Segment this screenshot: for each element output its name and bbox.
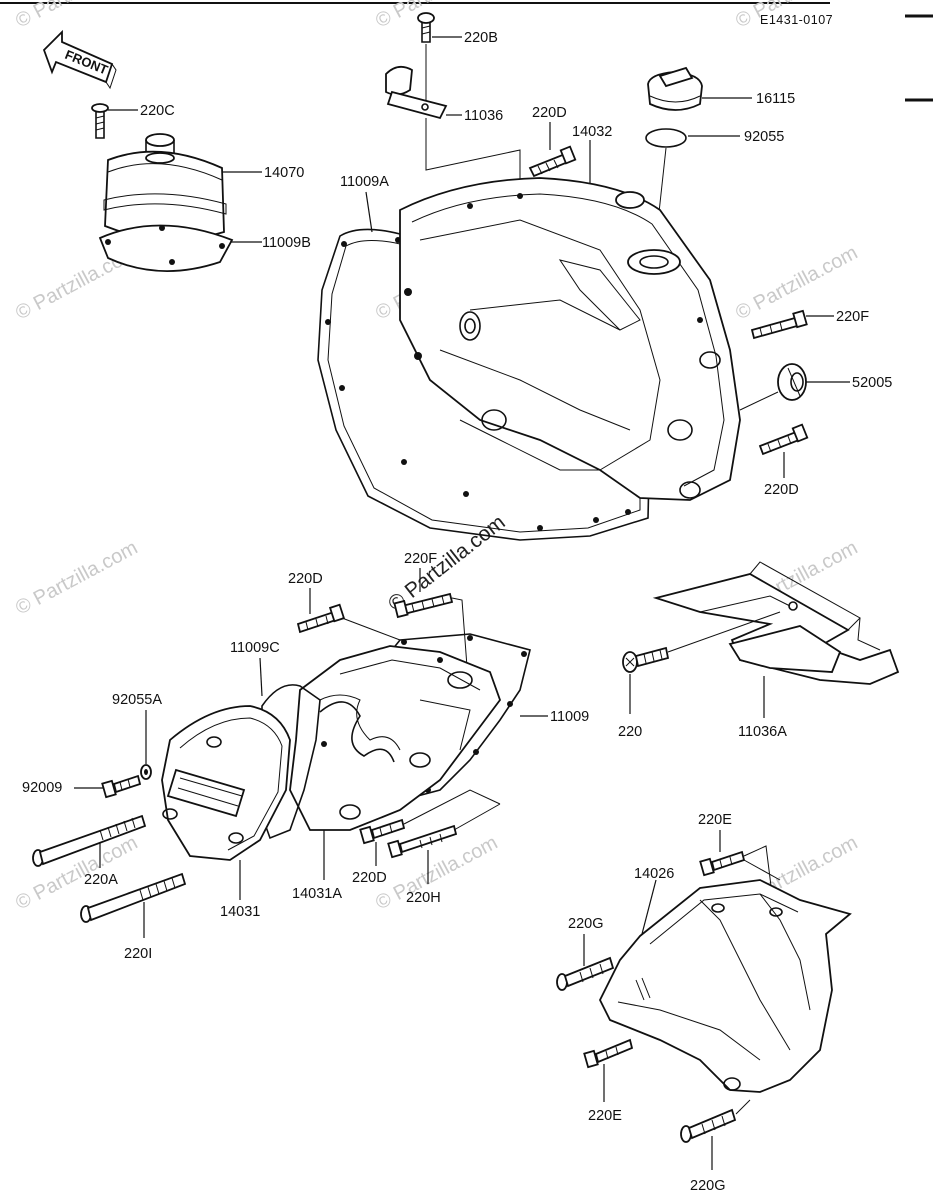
callout-92009: 92009 [22, 780, 62, 796]
callout-220G-low: 220G [690, 1178, 725, 1194]
bolt-220D-right [758, 423, 809, 478]
callout-220I: 220I [124, 946, 152, 962]
bolt-220F-mid [393, 592, 469, 681]
bolt-220G-top [556, 956, 615, 991]
callout-11009C: 11009C [230, 640, 280, 656]
callout-11009A: 11009A [340, 174, 389, 190]
callout-220: 220 [618, 724, 642, 740]
callout-220D-right: 220D [764, 482, 799, 498]
callout-220E-top: 220E [698, 812, 732, 828]
bolt-220C [91, 103, 138, 139]
bolt-220D-top [528, 122, 577, 178]
callout-14070: 14070 [264, 165, 304, 181]
watermark-4: © Partzilla.com [12, 537, 141, 620]
watermark-9: © Partzilla.com [12, 0, 141, 32]
bolt-220F-right [750, 309, 834, 340]
callout-220D-top: 220D [532, 105, 567, 121]
callout-14031A: 14031A [292, 886, 342, 902]
callout-11009B: 11009B [262, 235, 311, 251]
callout-11036: 11036 [464, 108, 503, 124]
front-arrow: FRONT [42, 29, 117, 90]
callout-220C: 220C [140, 103, 175, 119]
callout-220E-low: 220E [588, 1108, 622, 1124]
callout-220D-low: 220D [352, 870, 387, 886]
cover-14031 [161, 705, 291, 900]
clutch-cover-14032 [399, 177, 741, 501]
callout-92055: 92055 [744, 129, 784, 145]
callout-11036A: 11036A [738, 724, 787, 740]
bolt-220D-mid [296, 603, 401, 641]
bolt-220D-low [359, 818, 406, 866]
callout-92055A: 92055A [112, 692, 162, 708]
bolt-220H [387, 824, 458, 884]
bolt-220A [32, 814, 147, 868]
callout-220F-mid: 220F [404, 551, 437, 567]
plug-52005 [739, 363, 850, 411]
callout-14026: 14026 [634, 866, 674, 882]
callout-220A: 220A [84, 872, 118, 888]
bracket-11036 [385, 65, 462, 120]
callout-220D-mid: 220D [288, 571, 323, 587]
bolt-220B [417, 12, 462, 100]
plate-11036A [652, 561, 900, 718]
callout-220F-right: 220F [836, 309, 869, 325]
callout-16115: 16115 [756, 91, 795, 107]
screw-220 [622, 611, 781, 714]
washer-92055A [140, 764, 152, 780]
housing-14031A [289, 645, 502, 880]
sprocket-cover-14026 [598, 879, 852, 1093]
watermark-10: © Partzilla.com [372, 0, 501, 32]
bolt-220I [80, 872, 187, 938]
leader-11009C [259, 657, 263, 697]
callout-52005: 52005 [852, 375, 892, 391]
callout-14032: 14032 [572, 124, 612, 140]
callout-220G-top: 220G [568, 916, 603, 932]
callout-14031: 14031 [220, 904, 260, 920]
bolt-220G-low [680, 1099, 751, 1170]
diagram-code: E1431-0107 [760, 13, 833, 27]
callout-220H: 220H [406, 890, 441, 906]
oil-filter-cover-14070 [103, 133, 262, 241]
gasket-11009B [98, 224, 262, 272]
callout-11009: 11009 [550, 709, 589, 725]
oil-cap-16115 [647, 66, 752, 111]
bolt-92009 [101, 774, 142, 799]
leader-low-bolts [403, 789, 501, 831]
leader-11009A [365, 191, 373, 233]
bolt-220E-low [583, 1038, 634, 1102]
callout-220B: 220B [464, 30, 498, 46]
gasket-11009C [259, 684, 321, 840]
